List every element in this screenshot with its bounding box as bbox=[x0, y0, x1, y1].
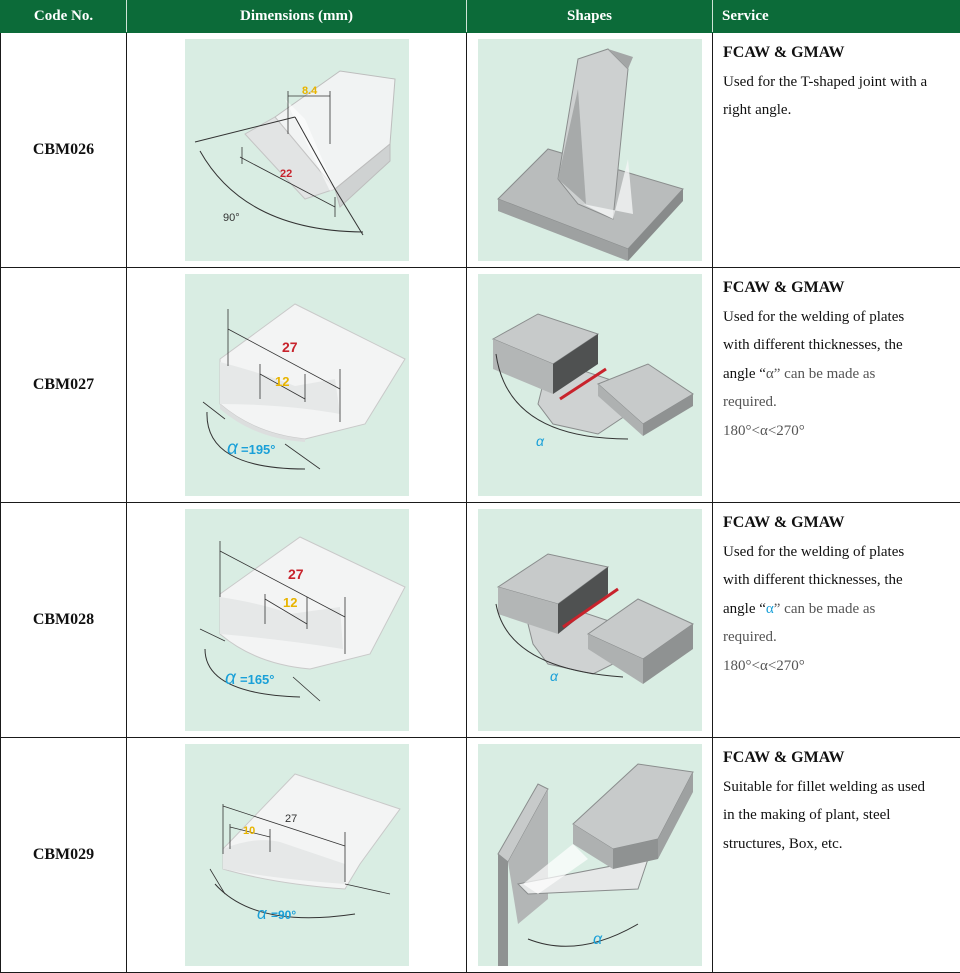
dimension-figure-cell: 27 10 α =90° bbox=[127, 738, 467, 973]
alpha-label: α bbox=[536, 433, 545, 449]
alpha-label: α bbox=[550, 668, 559, 684]
table-row: CBM027 27 12 α =195° bbox=[1, 268, 960, 503]
service-line: Used for the T-shaped joint with a bbox=[723, 68, 956, 97]
service-range: 180°<α<270° bbox=[723, 652, 956, 681]
code-cell: CBM026 bbox=[1, 33, 127, 268]
service-angle-line: angle “α” can be made as bbox=[723, 595, 956, 624]
dimension-figure-cell: 27 12 α =165° bbox=[127, 503, 467, 738]
shape-figure-cell: α bbox=[467, 738, 713, 973]
shape-drawing: α bbox=[478, 509, 702, 731]
table-row: CBM028 27 12 α =165° bbox=[1, 503, 960, 738]
service-title: FCAW & GMAW bbox=[723, 509, 956, 538]
angle-label: 90° bbox=[223, 212, 240, 224]
service-line: structures, Box, etc. bbox=[723, 830, 956, 859]
header-service: Service bbox=[713, 1, 960, 33]
service-line: Suitable for fillet welding as used bbox=[723, 773, 956, 802]
service-cell: FCAW & GMAW Used for the welding of plat… bbox=[713, 268, 960, 503]
shape-drawing: α bbox=[478, 274, 702, 496]
alpha-label: α bbox=[257, 904, 268, 923]
service-angle-post: ” can be made as bbox=[774, 601, 876, 617]
shape-figure-cell bbox=[467, 33, 713, 268]
service-angle-symbol: α bbox=[766, 601, 774, 617]
dimension-drawing: 8.4 22 90° bbox=[185, 39, 409, 261]
header-dimensions: Dimensions (mm) bbox=[127, 1, 467, 33]
dim-a-label: 27 bbox=[285, 813, 297, 825]
dimension-drawing: 27 12 α =165° bbox=[185, 509, 409, 731]
code-cell: CBM029 bbox=[1, 738, 127, 973]
shape-figure-cell: α bbox=[467, 268, 713, 503]
service-title: FCAW & GMAW bbox=[723, 274, 956, 303]
dim-a-label: 27 bbox=[288, 566, 304, 582]
header-code: Code No. bbox=[1, 1, 127, 33]
table-row: CBM026 8.4 22 90° bbox=[1, 33, 960, 268]
service-required: required. bbox=[723, 623, 956, 652]
code-cell: CBM028 bbox=[1, 503, 127, 738]
header-shapes: Shapes bbox=[467, 1, 713, 33]
dim-b-label: 10 bbox=[243, 825, 255, 837]
dim-a-label: 8.4 bbox=[302, 85, 318, 97]
service-cell: FCAW & GMAW Suitable for fillet welding … bbox=[713, 738, 960, 973]
dimension-drawing: 27 12 α =195° bbox=[185, 274, 409, 496]
service-line: right angle. bbox=[723, 96, 956, 125]
service-angle-symbol: α bbox=[766, 366, 774, 382]
service-angle-line: angle “α” can be made as bbox=[723, 360, 956, 389]
angle-label: =90° bbox=[271, 908, 296, 922]
table-row: CBM029 27 10 α =90° bbox=[1, 738, 960, 973]
angle-label: =195° bbox=[241, 442, 275, 457]
dimension-figure-cell: 8.4 22 90° bbox=[127, 33, 467, 268]
dim-b-label: 22 bbox=[280, 168, 292, 180]
service-range: 180°<α<270° bbox=[723, 417, 956, 446]
service-line: Used for the welding of plates bbox=[723, 538, 956, 567]
service-angle-pre: angle “ bbox=[723, 601, 766, 617]
service-angle-post: ” can be made as bbox=[774, 366, 876, 382]
header-row: Code No. Dimensions (mm) Shapes Service bbox=[1, 1, 960, 33]
dim-b-label: 12 bbox=[283, 595, 297, 610]
service-line: with different thicknesses, the bbox=[723, 566, 956, 595]
dimension-drawing: 27 10 α =90° bbox=[185, 744, 409, 966]
shape-figure-cell: α bbox=[467, 503, 713, 738]
service-line: with different thicknesses, the bbox=[723, 331, 956, 360]
service-line: in the making of plant, steel bbox=[723, 801, 956, 830]
service-line: Used for the welding of plates bbox=[723, 303, 956, 332]
alpha-label: α bbox=[593, 931, 603, 948]
service-title: FCAW & GMAW bbox=[723, 744, 956, 773]
service-cell: FCAW & GMAW Used for the T-shaped joint … bbox=[713, 33, 960, 268]
service-cell: FCAW & GMAW Used for the welding of plat… bbox=[713, 503, 960, 738]
alpha-label: α bbox=[227, 438, 239, 459]
angle-label: =165° bbox=[240, 672, 274, 687]
service-title: FCAW & GMAW bbox=[723, 39, 956, 68]
dimension-figure-cell: 27 12 α =195° bbox=[127, 268, 467, 503]
service-required: required. bbox=[723, 388, 956, 417]
shape-drawing bbox=[478, 39, 702, 261]
shape-drawing: α bbox=[478, 744, 702, 966]
alpha-label: α bbox=[225, 668, 237, 689]
service-angle-pre: angle “ bbox=[723, 366, 766, 382]
dim-a-label: 27 bbox=[282, 339, 298, 355]
dim-b-label: 12 bbox=[275, 374, 289, 389]
code-cell: CBM027 bbox=[1, 268, 127, 503]
